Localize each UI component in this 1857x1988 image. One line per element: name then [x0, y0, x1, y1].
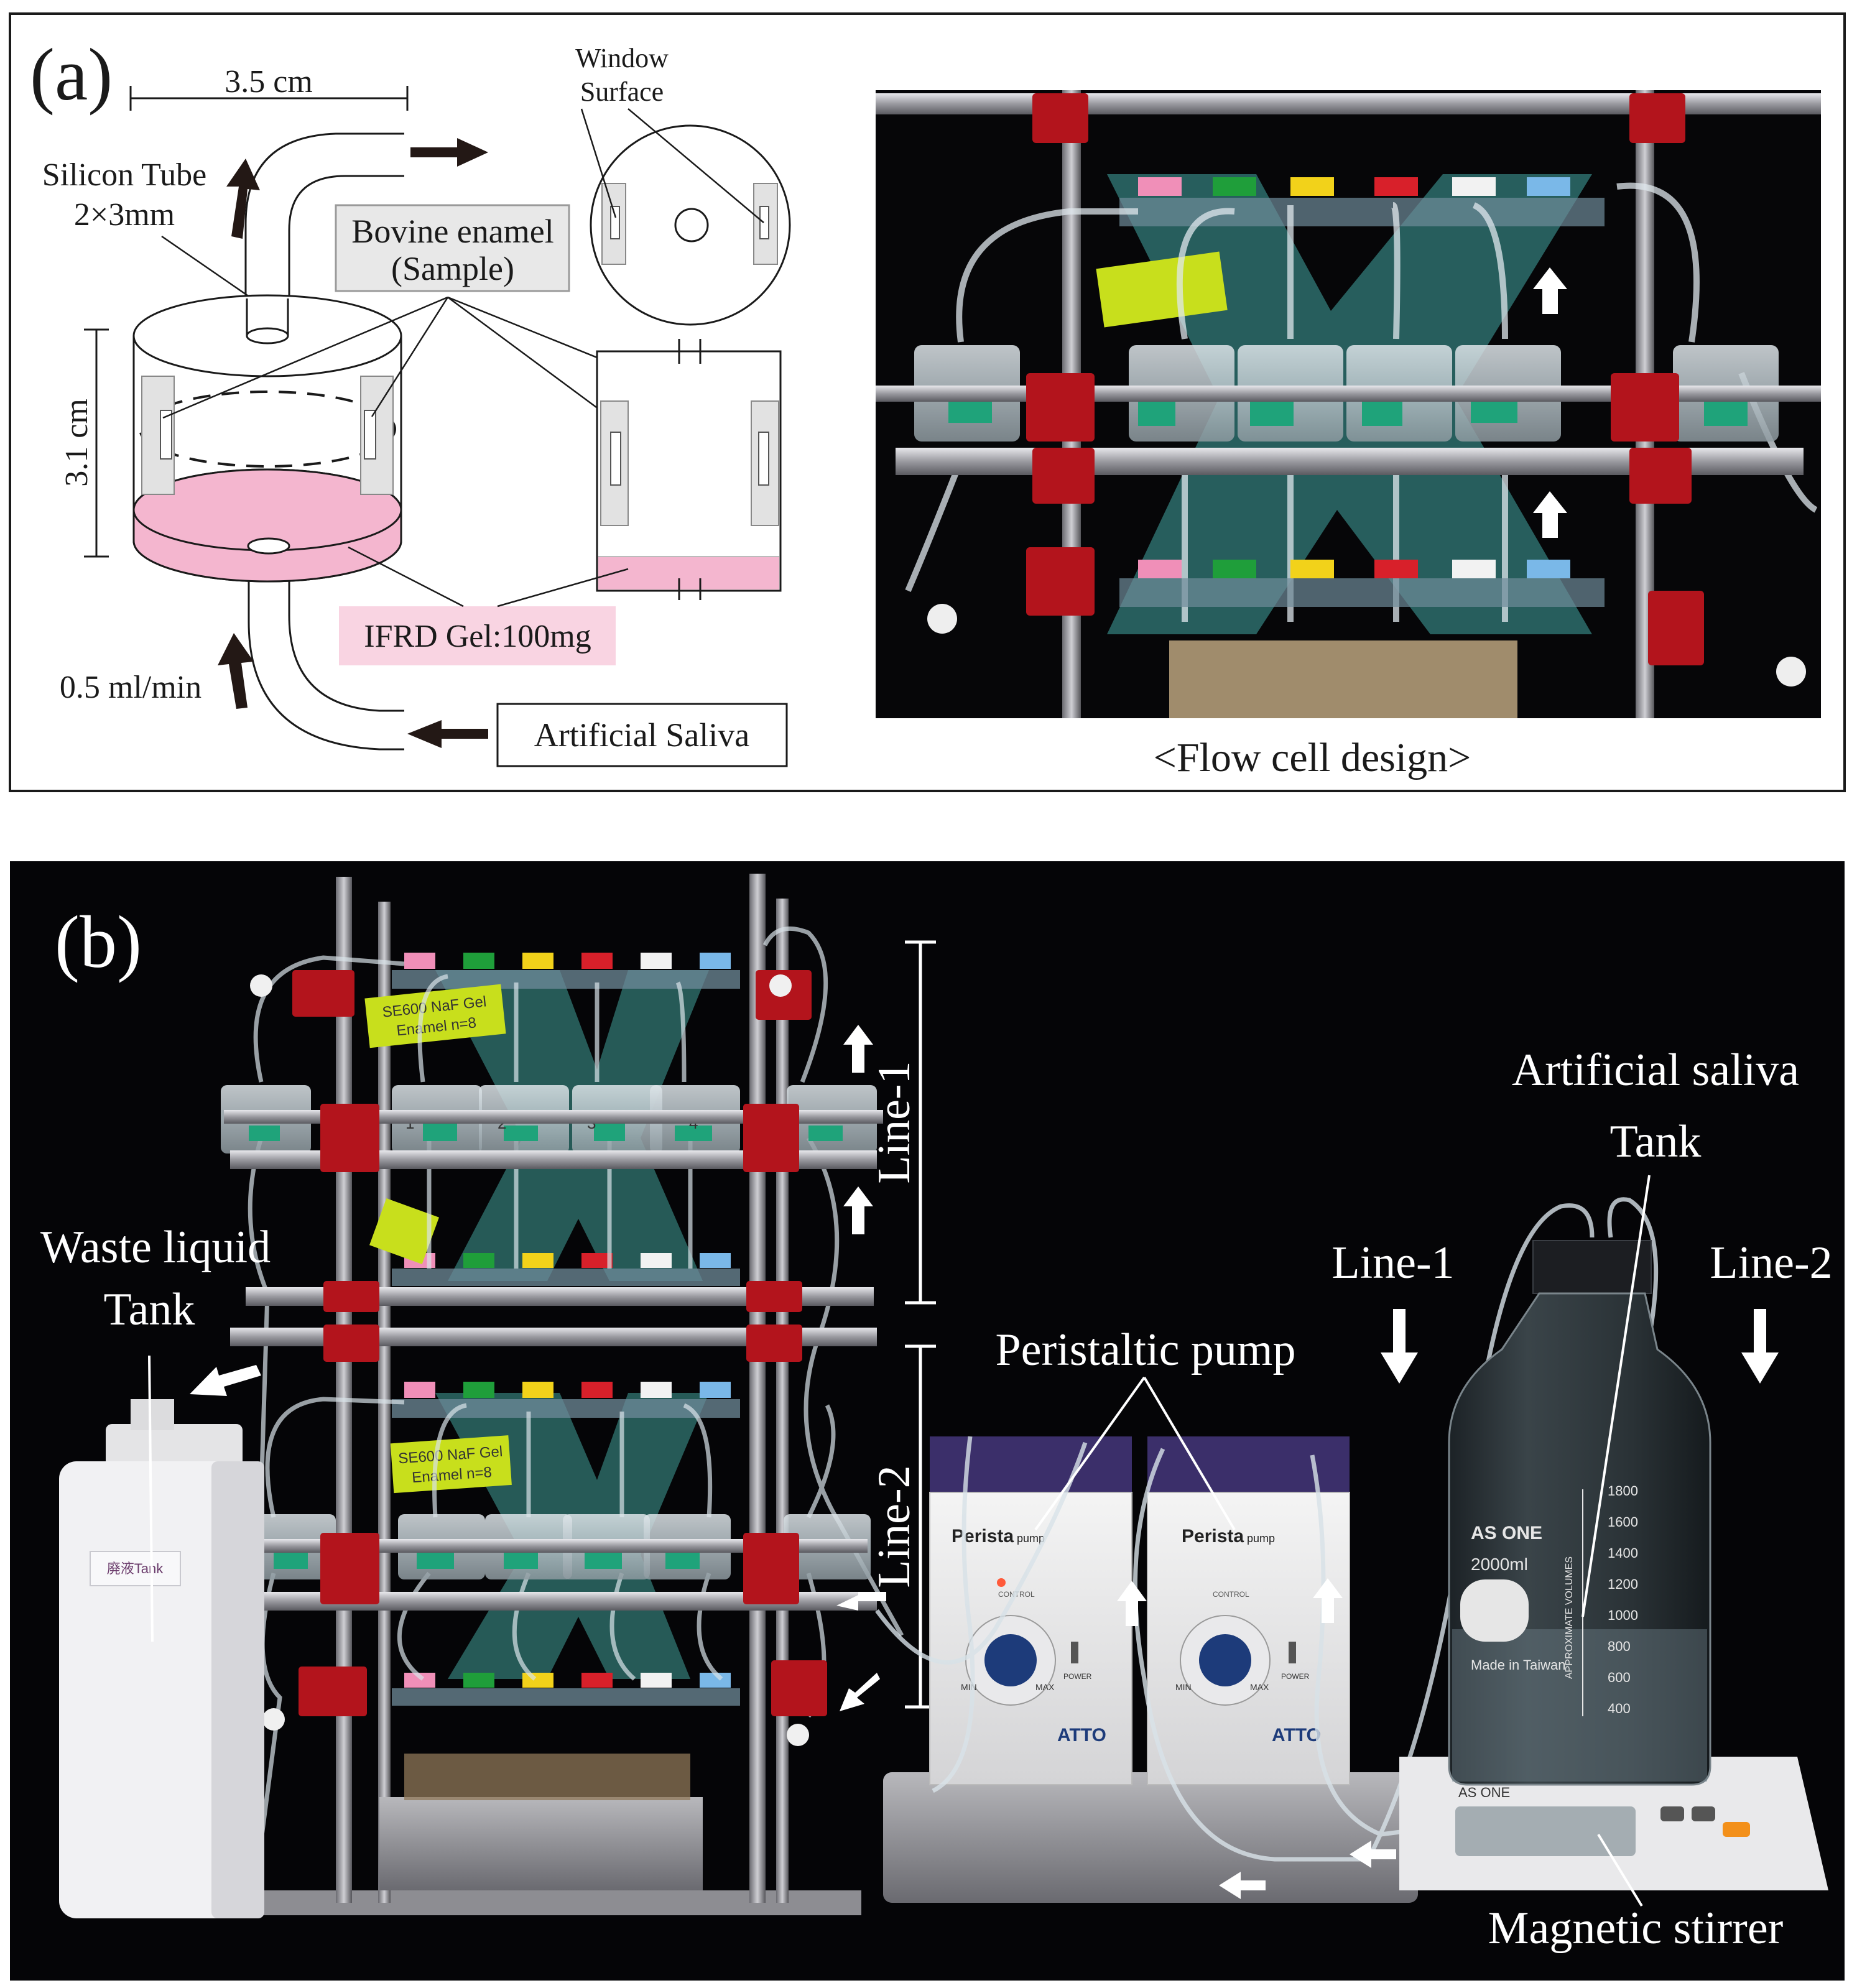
rack-clamps [292, 970, 827, 1716]
stirrer-brand: AS ONE [1458, 1785, 1510, 1800]
outlet-tube [244, 132, 404, 339]
line1-vertical-label: Line-1 [869, 1061, 920, 1183]
saliva-tank-label-1: Artificial saliva [1512, 1045, 1799, 1096]
bottle-volume: 2000ml [1471, 1555, 1528, 1574]
peristaltic-pump-label: Peristaltic pump [996, 1325, 1296, 1375]
saliva-tank-leader [1581, 1175, 1651, 1617]
svg-text:POWER: POWER [1063, 1672, 1092, 1681]
flow-rate-label: 0.5 ml/min [60, 670, 201, 705]
svg-text:800: 800 [1608, 1639, 1631, 1654]
waste-jar-label: 廃液Tank [107, 1561, 164, 1576]
line2-flow-cells [249, 1514, 871, 1579]
bovine-enamel-sample: (Sample) [391, 250, 514, 287]
svg-text:MIN: MIN [1175, 1682, 1192, 1692]
svg-text:CONTROL: CONTROL [1213, 1590, 1249, 1599]
window-surface-label-1: Window [575, 43, 669, 73]
magnetic-stirrer-label: Magnetic stirrer [1488, 1903, 1784, 1954]
svg-text:MAX: MAX [1250, 1682, 1269, 1692]
svg-text:1600: 1600 [1608, 1514, 1638, 1530]
pump-leaders [1034, 1376, 1236, 1531]
gel-label: IFRD Gel:100mg [364, 619, 591, 654]
saliva-tank-label-2: Tank [1610, 1116, 1702, 1167]
svg-text:1400: 1400 [1608, 1545, 1638, 1561]
height-dimension: 3.1 cm [59, 328, 109, 558]
panel-b: (b) SE600 NaF Gel [10, 861, 1845, 1981]
photo-clamps [1026, 93, 1704, 665]
line2-right-label: Line-2 [1710, 1237, 1832, 1288]
dim-height-label: 3.1 cm [59, 399, 95, 487]
rack-arrows [190, 1025, 886, 1711]
pump-platform [883, 1772, 1418, 1903]
peristaltic-pump-1: Perista pump CONTROL MIN MAX POWER ATTO [929, 1436, 1132, 1785]
svg-text:ATTO: ATTO [1057, 1725, 1106, 1745]
flow-cell-side-view [596, 339, 782, 600]
bottle-approx: APPROXIMATE VOLUMES [1564, 1556, 1575, 1679]
svg-text:1800: 1800 [1608, 1483, 1638, 1499]
flow-cell-cylinder [132, 294, 402, 583]
inlet-left-arrow [407, 720, 488, 748]
waste-tank-label-2: Tank [104, 1284, 195, 1335]
inlet-tube [248, 553, 404, 751]
gel-leader-2 [497, 568, 629, 608]
svg-text:MAX: MAX [1035, 1682, 1055, 1692]
line1-right-label: Line-1 [1331, 1237, 1454, 1288]
svg-text:400: 400 [1608, 1701, 1631, 1716]
gel-label-box [339, 606, 616, 665]
waste-tank-leader [148, 1355, 154, 1642]
waste-tray [379, 1797, 703, 1890]
line2-down-arrow [1741, 1309, 1779, 1384]
svg-text:1200: 1200 [1608, 1576, 1638, 1592]
bottle-origin: Made in Taiwan [1471, 1657, 1565, 1673]
waste-tank-label-1: Waste liquid [40, 1222, 271, 1273]
lower-valves [1138, 560, 1570, 578]
artificial-saliva-box [496, 703, 788, 767]
sticker-lower: SE600 NaF Gel Enamel n=8 [390, 1435, 512, 1494]
svg-text:pump: pump [1017, 1532, 1045, 1545]
dim-width-label: 3.5 cm [225, 64, 313, 99]
svg-text:1000: 1000 [1608, 1607, 1638, 1623]
rack-manifold-4 [392, 1673, 740, 1706]
magnetic-stirrer: AS ONE [1399, 1757, 1828, 1890]
photo-arrow-upper [1533, 267, 1567, 314]
svg-text:600: 600 [1608, 1670, 1631, 1685]
upper-valves [1138, 177, 1570, 196]
bovine-enamel-box [335, 204, 570, 292]
gel-leader-1 [348, 546, 464, 608]
svg-text:pump: pump [1247, 1532, 1275, 1545]
pump-arrows [1117, 1578, 1396, 1899]
svg-text:Perista: Perista [952, 1526, 1014, 1546]
line1-down-arrow [1381, 1309, 1418, 1384]
bottle-brand: AS ONE [1471, 1523, 1542, 1543]
stirrer-leader [1597, 1833, 1643, 1907]
panel-a-label: (a) [30, 33, 113, 116]
rack-manifold-1 [392, 953, 740, 989]
photo-caption: <Flow cell design> [1154, 735, 1471, 780]
silicon-tube-label: Silicon Tube [42, 157, 206, 193]
silicon-tube-size: 2×3mm [74, 197, 175, 233]
bovine-enamel-label: Bovine enamel [351, 213, 553, 250]
sticker-middle [369, 1198, 439, 1264]
artificial-saliva-label: Artificial Saliva [534, 716, 749, 754]
width-dimension: 3.5 cm [129, 64, 409, 111]
photo-arrow-lower [1533, 491, 1567, 538]
panel-b-label: (b) [55, 900, 142, 983]
waste-liquid-tank: 廃液Tank [59, 1399, 264, 1918]
knob-caps [250, 974, 809, 1746]
svg-text:ATTO: ATTO [1272, 1725, 1321, 1745]
outlet-arrow [226, 159, 260, 239]
bottle-scale: 1800 1600 1400 1200 1000 800 600 400 [1608, 1483, 1638, 1716]
window-surface-label-2: Surface [580, 76, 664, 107]
line2-vertical-label: Line-2 [869, 1465, 920, 1588]
window-surface-top-view [580, 108, 791, 326]
sticker-upper: SE600 NaF Gel Enamel n=8 [364, 984, 506, 1048]
svg-text:POWER: POWER [1281, 1672, 1310, 1681]
inlet-up-arrow [218, 633, 254, 709]
artificial-saliva-bottle: AS ONE 2000ml Made in Taiwan APPROXIMATE… [1448, 1240, 1711, 1786]
silicon-tube-leader [161, 235, 252, 300]
line1-bracket [905, 940, 936, 1305]
panel-a: (a) 3.5 cm 3.1 cm Silicon Tube 2×3mm [9, 12, 1846, 792]
outlet-right-arrow [410, 138, 488, 167]
flow-cell-photo [876, 90, 1821, 718]
